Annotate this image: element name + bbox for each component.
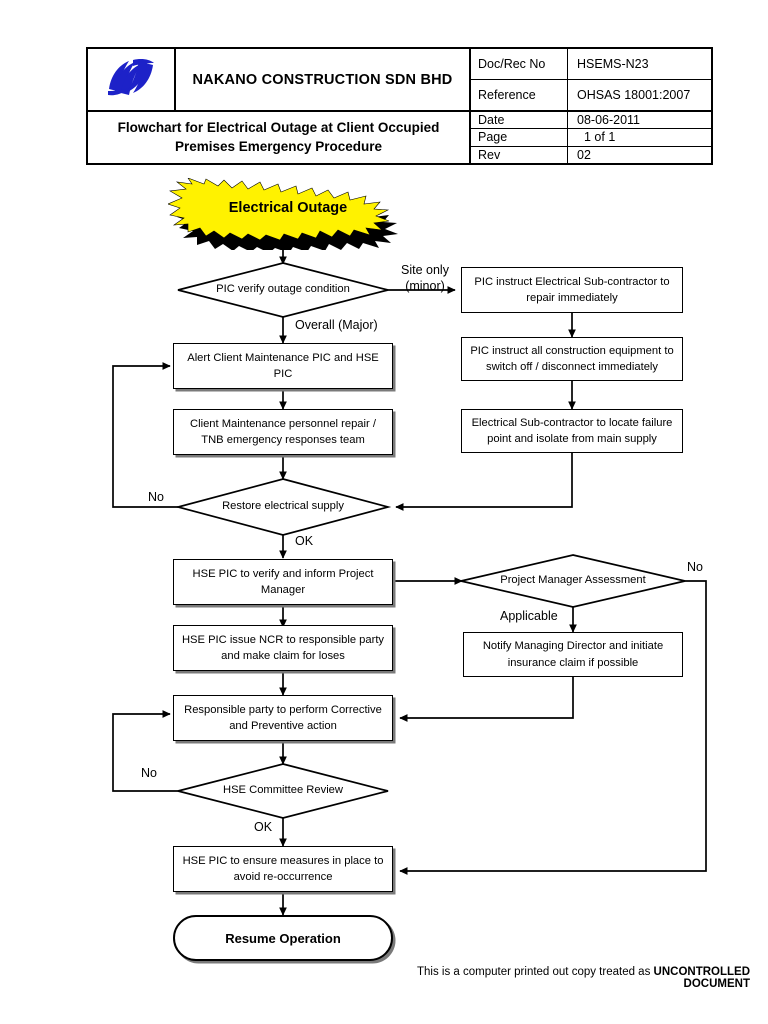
edge-label-restore-ok: OK	[295, 534, 314, 548]
process-hse-pic-verify-inform-project-manager[interactable]: HSE PIC to verify and inform Project Man…	[173, 559, 393, 605]
meta-value: HSEMS-N23	[577, 57, 649, 71]
footer-note: This is a computer printed out copy trea…	[350, 966, 750, 990]
meta-key: Date	[471, 112, 568, 129]
meta-value: OHSAS 18001:2007	[577, 88, 691, 102]
meta-value: 1 of 1	[584, 130, 616, 145]
meta-key: Reference	[471, 80, 568, 110]
header-top-row: NAKANO CONSTRUCTION SDN BHD Doc/Rec No H…	[88, 49, 711, 110]
process-electrical-subcontractor-locate-failure[interactable]: Electrical Sub-contractor to locate fail…	[461, 409, 683, 453]
header-bottom-row: Flowchart for Electrical Outage at Clien…	[88, 110, 711, 163]
company-name: NAKANO CONSTRUCTION SDN BHD	[176, 49, 471, 110]
start-node-electrical-outage: Electrical Outage	[168, 178, 408, 250]
meta-row: Date 08-06-2011	[471, 112, 711, 129]
edge-label-review-no: No	[141, 766, 157, 780]
edge-label-review-ok: OK	[254, 820, 273, 834]
header-meta-bottom: Date 08-06-2011 Page 1 of 1 Rev 02	[471, 112, 711, 163]
edge-label-pm-assessment-no: No	[687, 560, 703, 574]
process-client-maintenance-personnel-repair[interactable]: Client Maintenance personnel repair / TN…	[173, 409, 393, 455]
page-title: Flowchart for Electrical Outage at Clien…	[88, 112, 471, 163]
process-hse-pic-ensure-measures[interactable]: HSE PIC to ensure measures in place to a…	[173, 846, 393, 892]
process-alert-client-maintenance-pic[interactable]: Alert Client Maintenance PIC and HSE PIC	[173, 343, 393, 389]
edge-label-restore-no: No	[148, 490, 164, 504]
header-meta-top: Doc/Rec No HSEMS-N23 Reference OHSAS 180…	[471, 49, 711, 110]
edge-label-pm-assessment-applicable: Applicable	[500, 609, 558, 623]
footer-text: This is a computer printed out copy trea…	[417, 966, 654, 978]
meta-key: Page	[471, 129, 568, 146]
meta-row: Reference OHSAS 18001:2007	[471, 79, 711, 110]
process-responsible-party-corrective-preventive[interactable]: Responsible party to perform Corrective …	[173, 695, 393, 741]
meta-key: Rev	[471, 146, 568, 163]
meta-row: Rev 02	[471, 145, 711, 163]
starburst-shape-icon	[168, 178, 398, 250]
meta-value: 02	[577, 147, 591, 162]
document-header-table: NAKANO CONSTRUCTION SDN BHD Doc/Rec No H…	[86, 47, 713, 165]
footer-text-bold: UNCONTROLLED DOCUMENT	[653, 966, 750, 990]
meta-row: Doc/Rec No HSEMS-N23	[471, 49, 711, 79]
meta-key: Doc/Rec No	[471, 49, 568, 79]
terminator-resume-operation[interactable]: Resume Operation	[173, 915, 393, 961]
meta-value: 08-06-2011	[577, 113, 641, 128]
process-pic-instruct-electrical-subcontractor[interactable]: PIC instruct Electrical Sub-contractor t…	[461, 267, 683, 313]
edge-label-site-only-minor: Site only (minor)	[401, 263, 449, 293]
logo-cell	[88, 49, 176, 110]
process-pic-instruct-switch-off[interactable]: PIC instruct all construction equipment …	[461, 337, 683, 381]
nakano-n-logo-icon	[103, 55, 159, 104]
process-hse-pic-issue-ncr[interactable]: HSE PIC issue NCR to responsible party a…	[173, 625, 393, 671]
meta-row: Page 1 of 1	[471, 128, 711, 146]
edge-label-overall-major: Overall (Major)	[295, 318, 378, 332]
process-notify-managing-director[interactable]: Notify Managing Director and initiate in…	[463, 632, 683, 677]
